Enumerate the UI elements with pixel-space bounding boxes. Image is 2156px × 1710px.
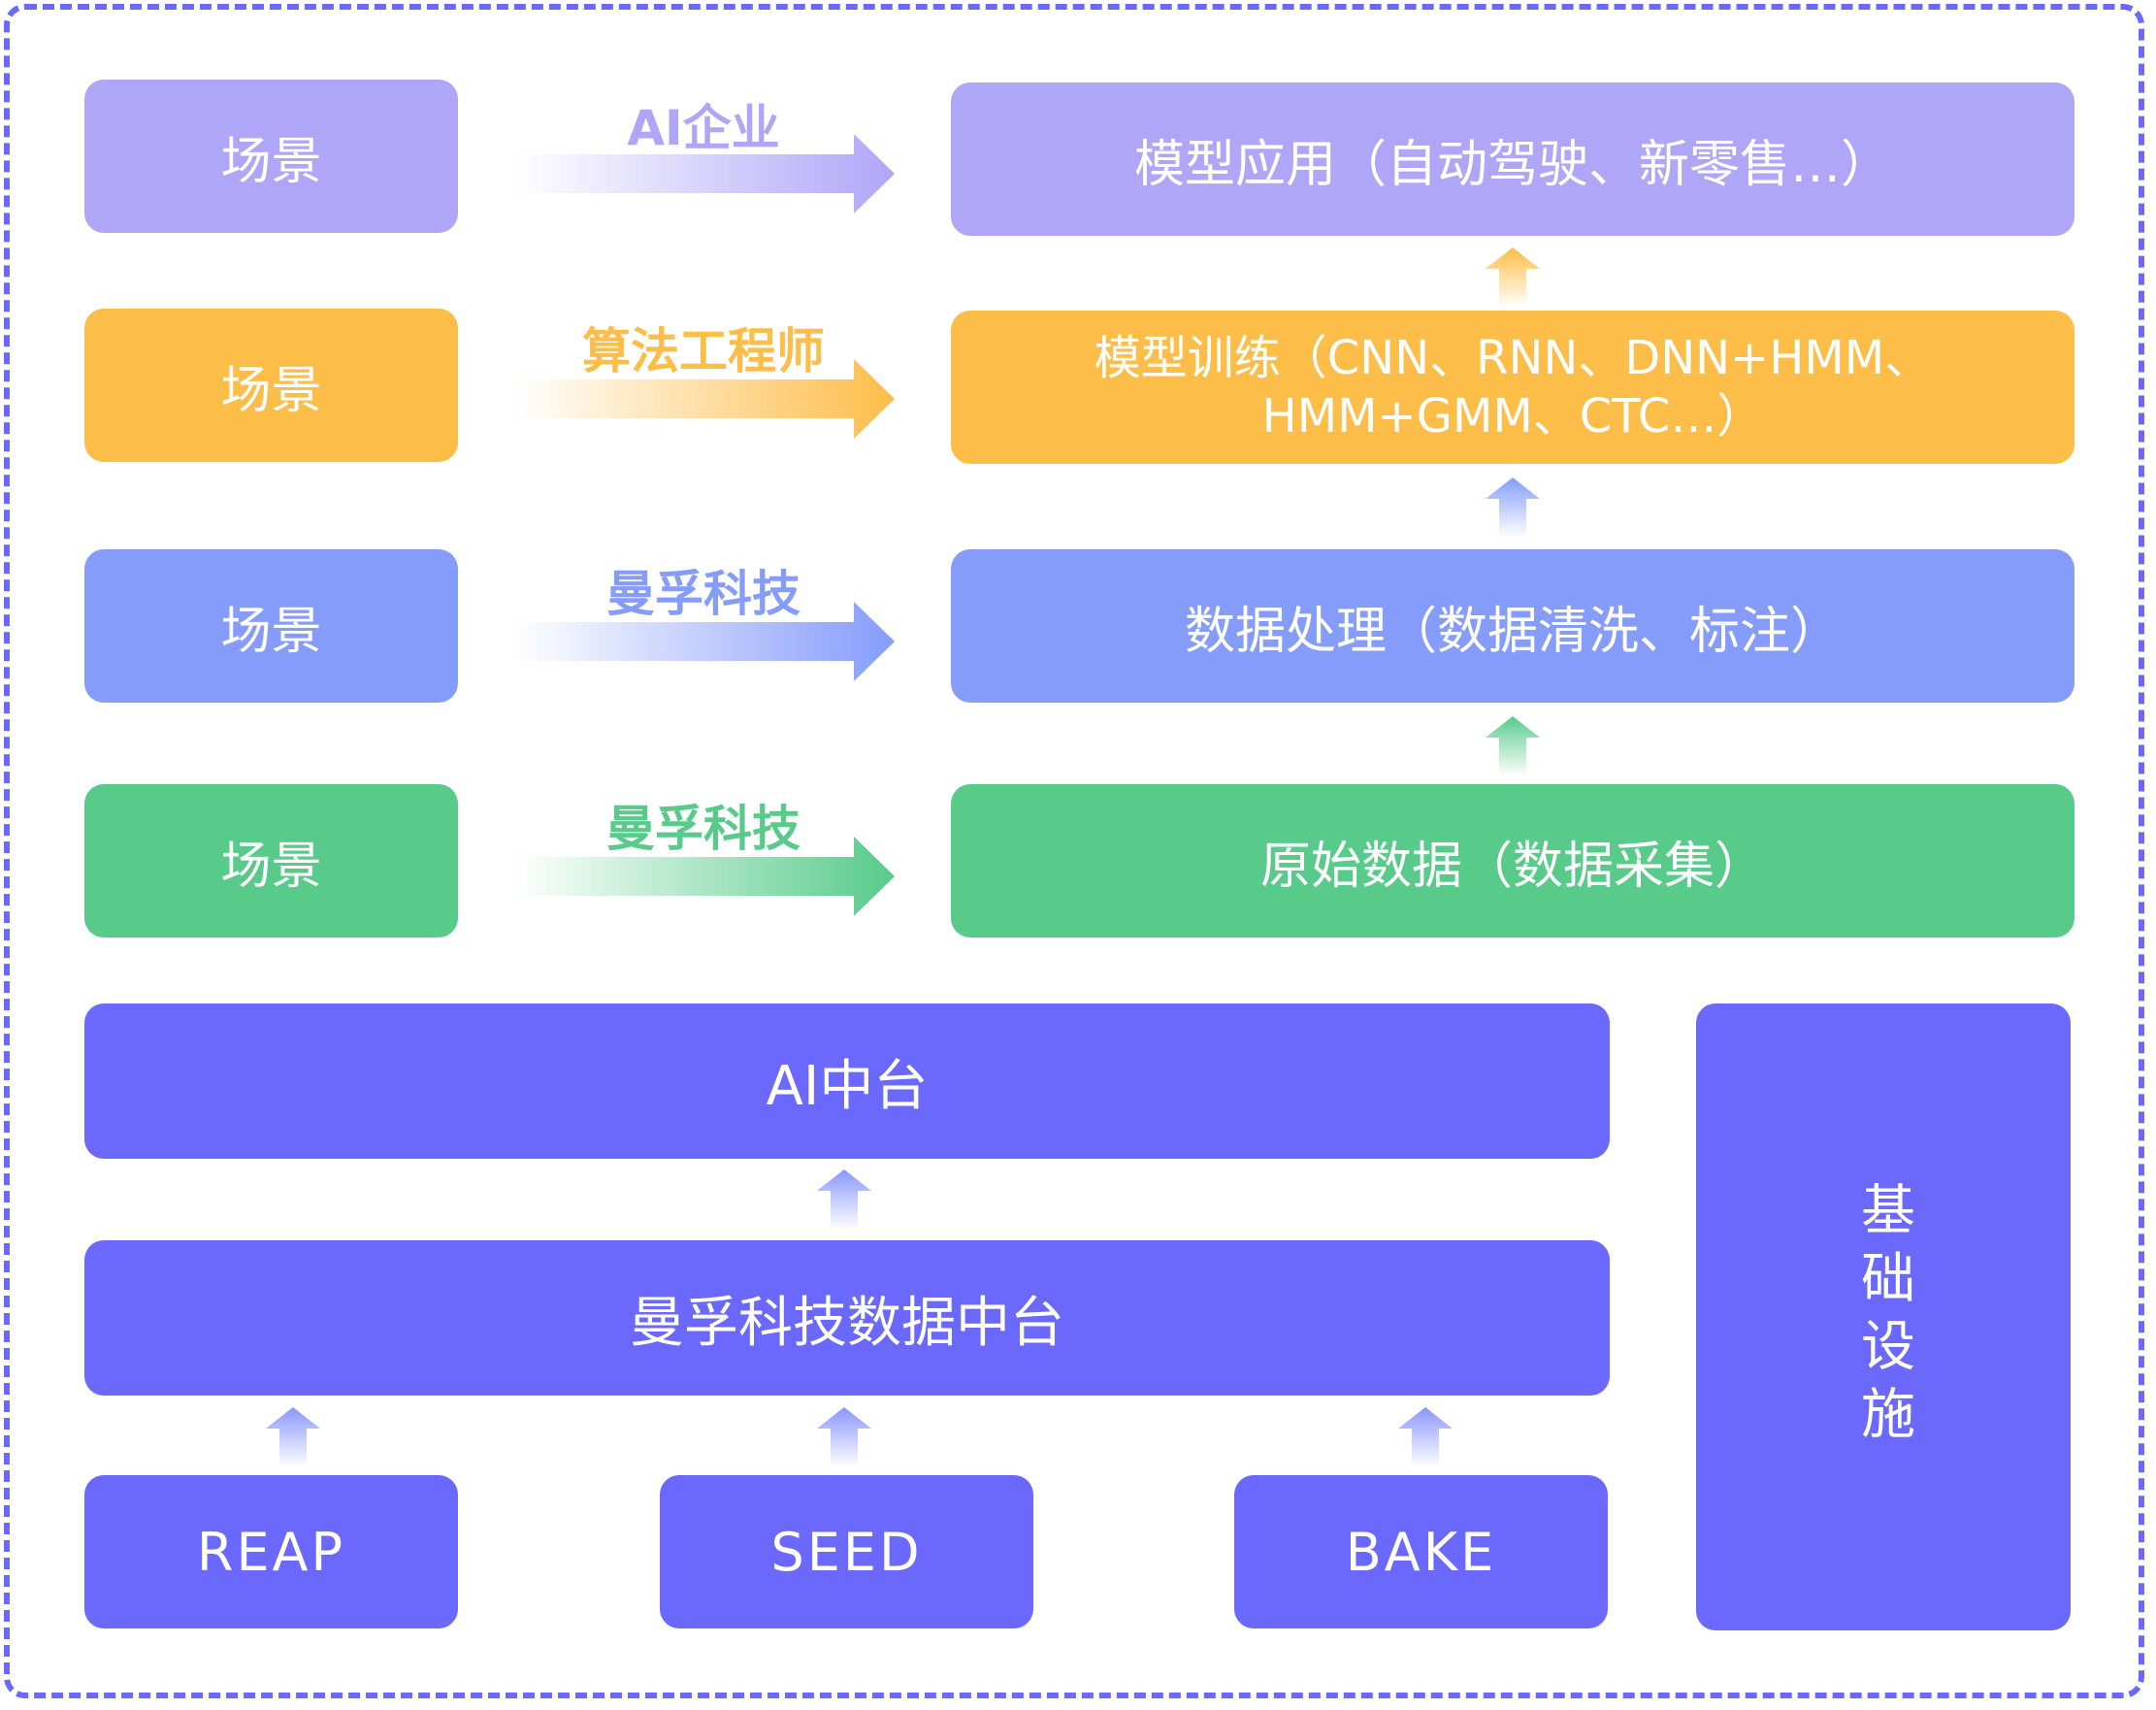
layer-model-application: 模型应用（自动驾驶、新零售…） xyxy=(951,82,2074,236)
layer-raw-data: 原始数据（数据采集） xyxy=(951,784,2074,937)
actor-label-3: 曼孚科技 xyxy=(606,566,800,622)
arrow-right-icon xyxy=(514,359,895,439)
scene-box-3: 场景 xyxy=(84,549,458,703)
source-seed: SEED xyxy=(660,1475,1033,1628)
layer-model-training: 模型训练（CNN、RNN、DNN+HMM、 HMM+GMM、CTC…） xyxy=(951,311,2074,464)
scene-box-1: 场景 xyxy=(84,80,458,233)
arrow-up-icon xyxy=(1486,716,1540,776)
arrow-right-icon xyxy=(514,134,895,214)
scene-box-2: 场景 xyxy=(84,309,458,462)
arrow-up-icon xyxy=(1486,247,1540,308)
arrow-up-icon xyxy=(1486,477,1540,538)
arrow-up-icon xyxy=(1398,1407,1453,1467)
ai-platform-box: AI中台 xyxy=(84,1003,1610,1159)
scene-box-4: 场景 xyxy=(84,784,458,937)
actor-label-2: 算法工程师 xyxy=(582,323,825,379)
actor-label-4: 曼孚科技 xyxy=(606,801,800,857)
data-platform-box: 曼孚科技数据中台 xyxy=(84,1240,1610,1396)
model-training-line-2: HMM+GMM、CTC…） xyxy=(1261,389,1764,444)
diagram-frame xyxy=(4,4,2144,1698)
arrow-up-icon xyxy=(817,1169,871,1230)
model-training-line-1: 模型训练（CNN、RNN、DNN+HMM、 xyxy=(1094,331,1932,385)
arrow-right-icon xyxy=(514,837,895,916)
arrow-up-icon xyxy=(817,1407,871,1467)
layer-data-processing: 数据处理（数据清洗、标注） xyxy=(951,549,2074,703)
arrow-right-icon xyxy=(514,602,895,681)
actor-label-1: AI企业 xyxy=(627,100,780,156)
arrow-up-icon xyxy=(266,1407,320,1467)
source-reap: REAP xyxy=(84,1475,458,1628)
source-bake: BAKE xyxy=(1234,1475,1608,1628)
infrastructure-box: 基础设施 xyxy=(1696,1003,2071,1630)
